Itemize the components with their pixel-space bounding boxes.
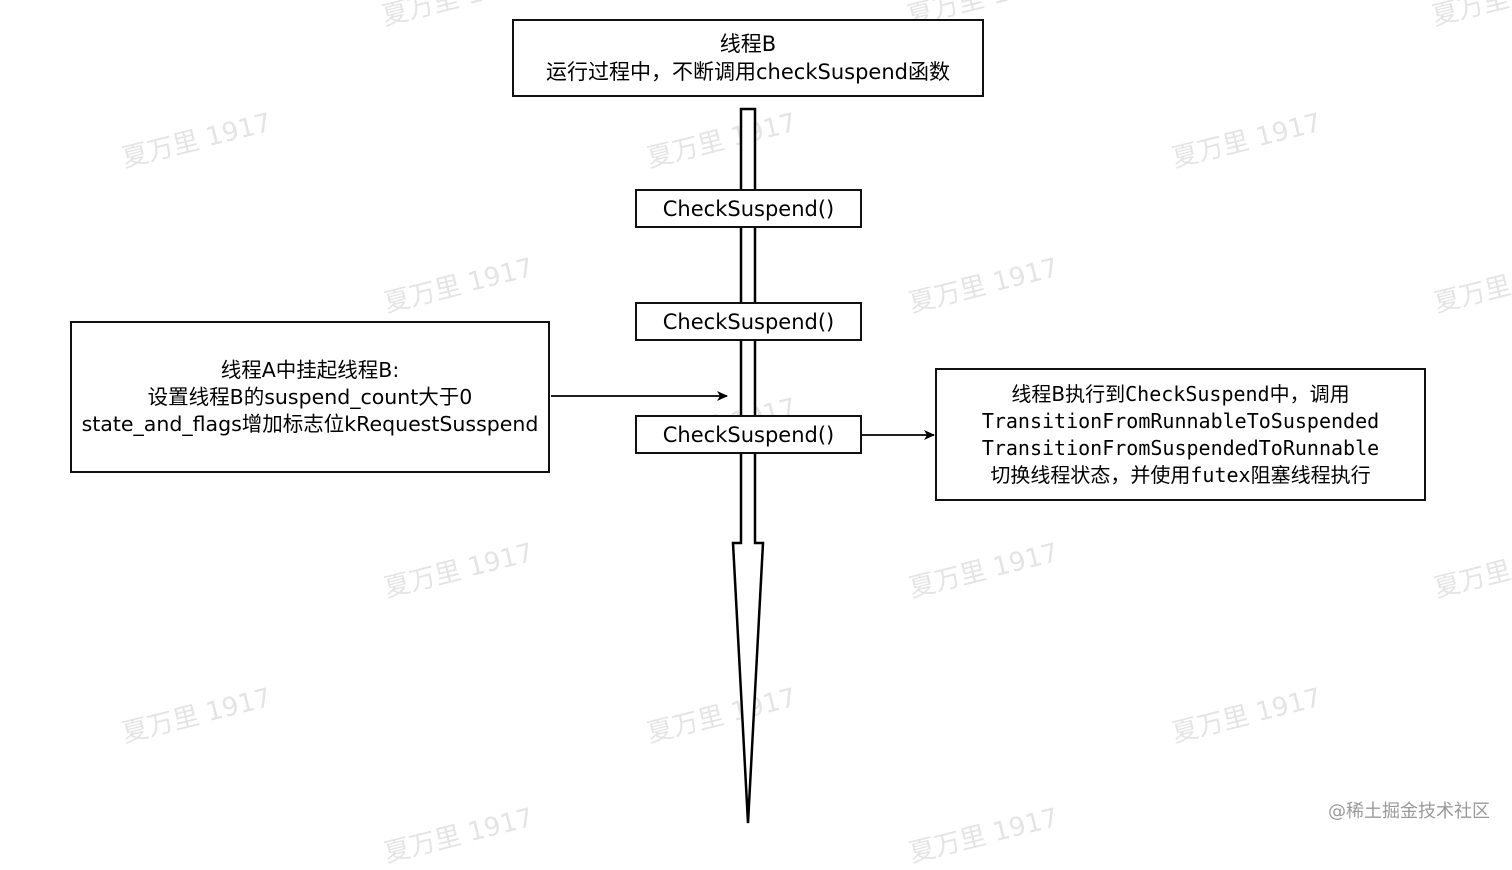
- thread-a-step-1: 设置线程B的suspend_count大于0: [147, 384, 473, 409]
- check-suspend-call-box: CheckSuspend(): [635, 189, 862, 228]
- thread-b-title: 线程B: [719, 32, 777, 56]
- transition-intro: 线程B执行到CheckSuspend中，调用: [1011, 381, 1349, 408]
- check-suspend-label: CheckSuspend(): [662, 309, 835, 334]
- transition-summary-futex: futex: [1190, 462, 1251, 487]
- thread-b-transition-box: 线程B执行到CheckSuspend中，调用 TransitionFromRun…: [935, 368, 1426, 501]
- transition-runnable-to-suspended: TransitionFromRunnableToSuspended: [981, 408, 1380, 433]
- transition-suspended-to-runnable: TransitionFromSuspendedToRunnable: [981, 435, 1380, 460]
- timeline-arrow: [731, 107, 765, 824]
- thread-a-title: 线程A中挂起线程B:: [220, 357, 400, 382]
- check-suspend-label: CheckSuspend(): [662, 196, 835, 221]
- transition-intro-prefix: 线程B执行到: [1011, 381, 1126, 406]
- diagram-connectors: [551, 107, 935, 824]
- check-suspend-call-box: CheckSuspend(): [635, 302, 862, 341]
- transition-summary-prefix: 切换线程状态，并使用: [990, 462, 1191, 487]
- thread-a-step-2: state_and_flags增加标志位kRequestSusspend: [81, 411, 539, 436]
- check-suspend-call-box: CheckSuspend(): [635, 415, 862, 454]
- thread-a-suspend-box: 线程A中挂起线程B: 设置线程B的suspend_count大于0 state_…: [70, 321, 550, 473]
- transition-intro-suffix: 中，调用: [1269, 381, 1350, 406]
- site-credit: @稀土掘金技术社区: [1328, 801, 1490, 822]
- transition-summary-suffix: 阻塞线程执行: [1250, 462, 1371, 487]
- thread-b-description: 运行过程中，不断调用checkSuspend函数: [546, 60, 950, 84]
- transition-summary: 切换线程状态，并使用futex阻塞线程执行: [990, 462, 1370, 489]
- thread-b-box: 线程B 运行过程中，不断调用checkSuspend函数: [512, 19, 984, 97]
- check-suspend-label: CheckSuspend(): [662, 422, 835, 447]
- transition-intro-function: CheckSuspend: [1125, 381, 1270, 406]
